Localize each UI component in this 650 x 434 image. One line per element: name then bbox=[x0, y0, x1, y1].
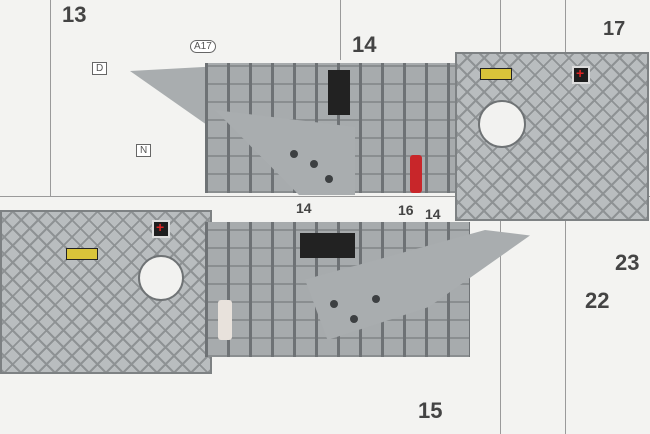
step-number: 23 bbox=[615, 250, 640, 275]
step-number: 22 bbox=[585, 288, 610, 313]
part-label: N bbox=[136, 144, 152, 157]
step-number: 13 bbox=[62, 2, 87, 27]
callout-number: 14 bbox=[425, 206, 441, 222]
callout-number: 16 bbox=[398, 202, 414, 218]
step-number: 14 bbox=[352, 32, 377, 57]
step-number: 15 bbox=[418, 398, 443, 423]
part-label: D bbox=[92, 62, 108, 75]
step-number: 17 bbox=[603, 18, 626, 40]
callout-number: 14 bbox=[296, 200, 312, 216]
part-label: A17 bbox=[190, 40, 216, 53]
